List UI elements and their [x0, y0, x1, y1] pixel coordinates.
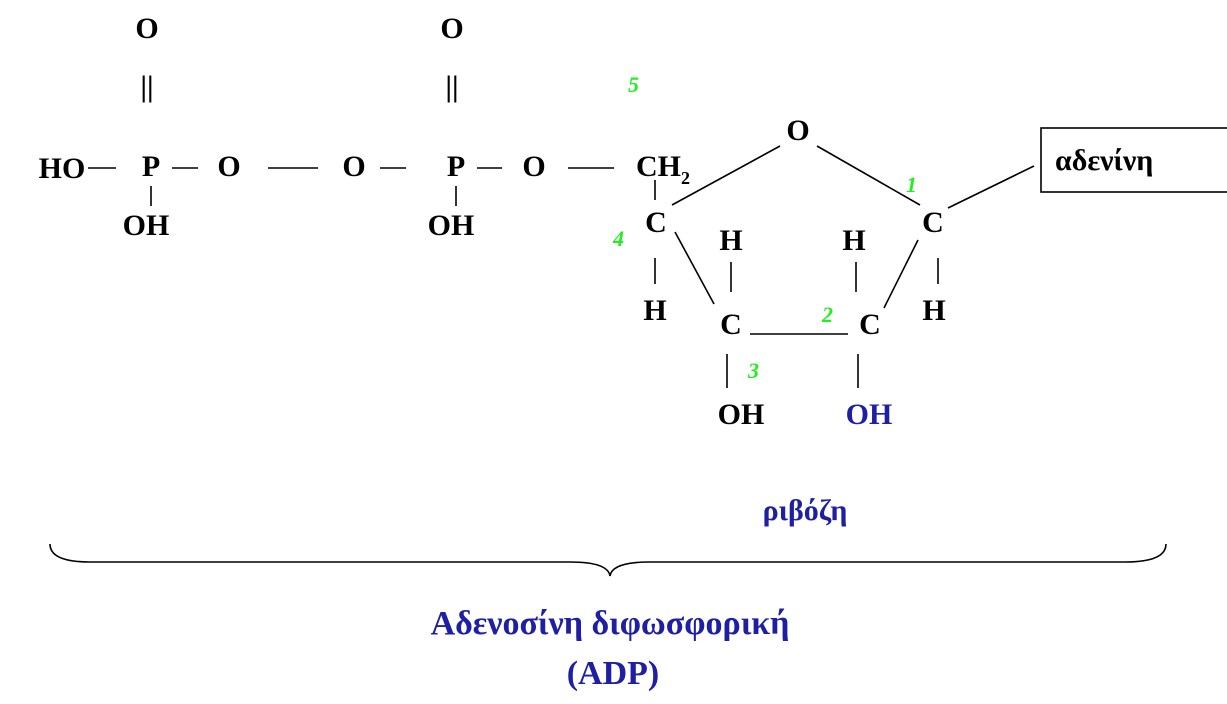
phosphate1-oh-group: OH	[123, 209, 170, 242]
bridge-oxygen-1: O	[217, 150, 240, 183]
c2-hydrogen: H	[842, 224, 865, 257]
c5-ch2-group: CH2	[636, 150, 690, 188]
c4-c3-bond	[674, 231, 715, 305]
phosphate2-top-oxygen: O	[440, 12, 463, 45]
phosphate2-oh-group: OH	[428, 209, 475, 242]
c4-o-bond	[671, 145, 781, 206]
carbon-number-1: 1	[906, 172, 917, 197]
c4-hydrogen: H	[643, 294, 666, 327]
c5-ch-text: CH	[636, 150, 681, 183]
c2-c1-bond	[883, 239, 919, 309]
phosphate1-double-bond: ||	[140, 70, 153, 103]
phosphate2-double-bond: ||	[445, 70, 458, 103]
ring-oxygen: O	[786, 114, 809, 147]
c1-hydrogen: H	[922, 294, 945, 327]
carbon-number-4: 4	[612, 226, 624, 251]
c3-hydrogen: H	[719, 224, 742, 257]
c1-base-bond	[947, 165, 1035, 209]
carbon-number-3: 3	[747, 358, 759, 383]
phosphate1-top-oxygen: O	[135, 12, 158, 45]
bridge-oxygen-2: O	[342, 150, 365, 183]
carbon-number-5: 5	[628, 72, 639, 97]
c2-carbon: C	[859, 308, 881, 341]
adenine-box	[1040, 127, 1227, 193]
carbon-number-2: 2	[821, 302, 833, 327]
c3-hydroxyl: OH	[718, 398, 765, 431]
c2-hydroxyl: OH	[846, 398, 893, 431]
molecule-name: Αδενοσίνη διφωσφορική	[431, 605, 790, 642]
ribose-label: ριβόζη	[763, 494, 848, 527]
c3-carbon: C	[720, 308, 742, 341]
c1-carbon: C	[922, 206, 944, 239]
grouping-brace	[49, 543, 1167, 577]
molecule-abbreviation: (ADP)	[567, 655, 660, 692]
c5-subscript: 2	[681, 168, 690, 188]
phosphate1-ho-group: HO	[39, 152, 86, 185]
phosphate1-phosphorus: P	[142, 150, 160, 183]
c4-carbon: C	[645, 206, 667, 239]
o-c1-bond	[816, 145, 921, 206]
ester-oxygen: O	[522, 150, 545, 183]
phosphate2-phosphorus: P	[447, 150, 465, 183]
adenine-label: αδενίνη	[1055, 144, 1153, 177]
